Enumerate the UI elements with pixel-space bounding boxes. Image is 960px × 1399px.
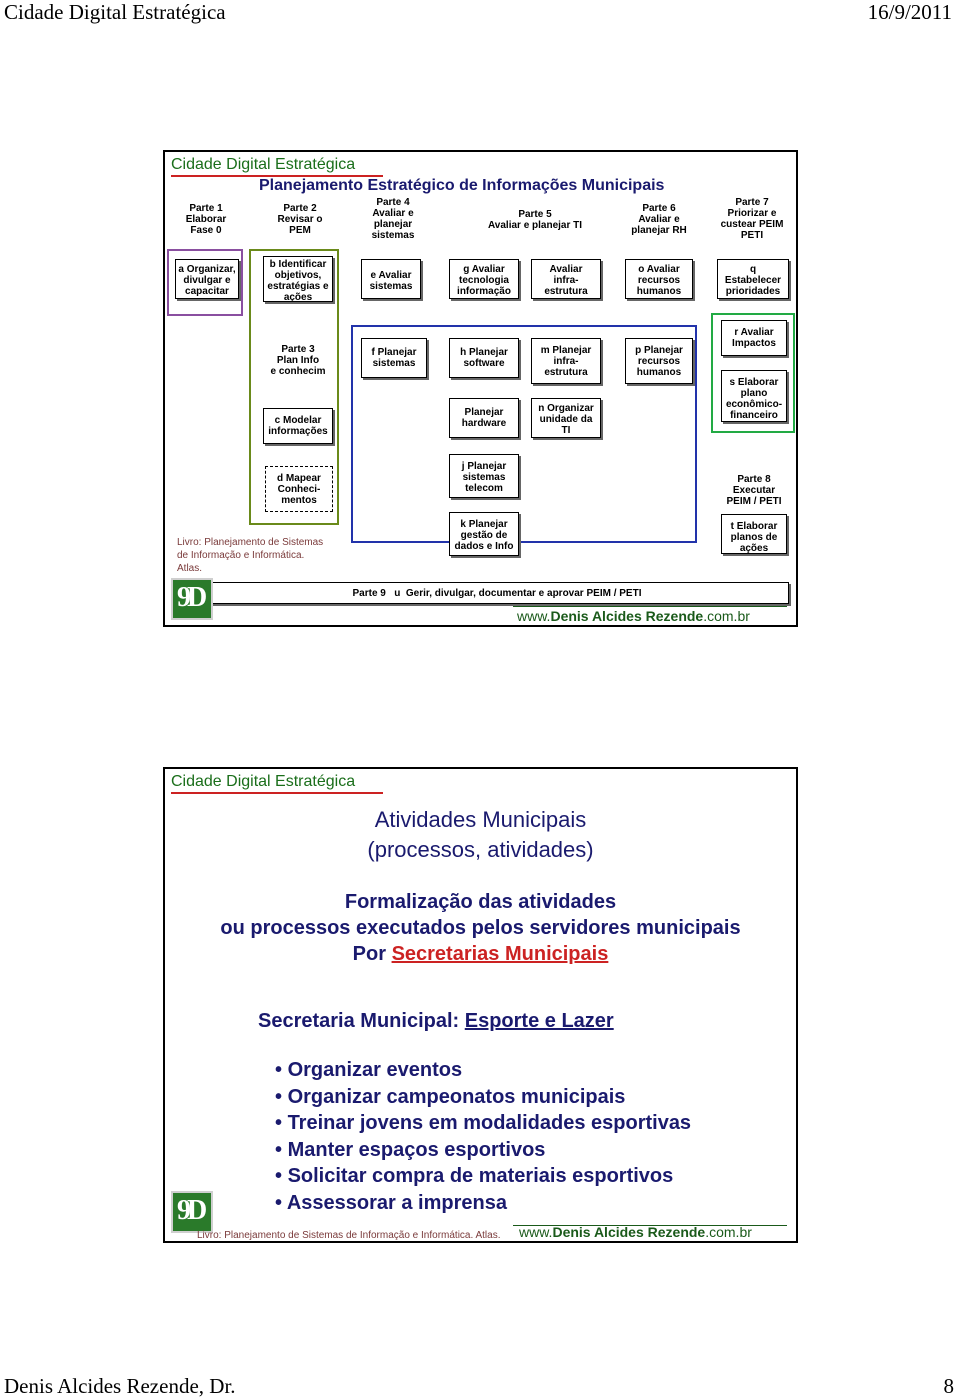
step-s-box: s Elaborar plano econômico- financeiro bbox=[721, 370, 787, 422]
site-url[interactable]: www.Denis Alcides Rezende.com.br bbox=[519, 1224, 752, 1240]
step-k-box: k Planejar gestão de dados e Info bbox=[449, 512, 519, 556]
activity-list: Organizar eventos Organizar campeonatos … bbox=[275, 1057, 691, 1216]
logo-9d-icon: 9D bbox=[171, 1191, 213, 1233]
secretaria-line: Secretaria Municipal: Esporte e Lazer bbox=[258, 1010, 614, 1032]
step-e-box: e Avaliar sistemas bbox=[361, 259, 421, 299]
step-o-box: o Avaliar recursos humanos bbox=[625, 259, 693, 299]
slide-heading-sub: (processos, atividades) bbox=[367, 837, 594, 862]
step-p-box: p Planejar recursos humanos bbox=[625, 338, 693, 384]
step-q-box: q Estabelecer prioridades bbox=[717, 259, 789, 299]
formalization-line-2: ou processos executados pelos servidores… bbox=[220, 917, 741, 939]
step-f-box: f Planejar sistemas bbox=[361, 338, 427, 378]
part-2-3-frame bbox=[249, 249, 339, 525]
part-4-5-6-frame bbox=[351, 325, 697, 543]
list-item: Solicitar compra de materiais esportivos bbox=[275, 1163, 691, 1190]
step-h-box: h Planejar software bbox=[449, 338, 519, 378]
page-footer-author: Denis Alcides Rezende, Dr. bbox=[4, 1374, 236, 1398]
list-item: Organizar eventos bbox=[275, 1057, 691, 1084]
list-item: Organizar campeonatos municipais bbox=[275, 1084, 691, 1111]
part-8-label: Parte 8 Executar PEIM / PETI bbox=[726, 474, 782, 507]
slide-peim-diagram: Cidade Digital Estratégica Planejamento … bbox=[163, 150, 798, 627]
slide-atividades-municipais: Cidade Digital Estratégica Atividades Mu… bbox=[163, 767, 798, 1243]
slide-subtitle: Planejamento Estratégico de Informações … bbox=[259, 177, 665, 194]
list-item: Assessorar a imprensa bbox=[275, 1190, 691, 1217]
formalization-line-1: Formalização das atividades bbox=[344, 891, 617, 913]
part-7-label: Parte 7 Priorizar e custear PEIM PETI bbox=[720, 197, 784, 241]
site-url[interactable]: www.Denis Alcides Rezende.com.br bbox=[517, 608, 750, 624]
page-header-date: 16/9/2011 bbox=[867, 0, 952, 24]
part-3-label: Parte 3 Plan Info e conhecim bbox=[270, 344, 326, 377]
step-n-box: n Organizar unidade da TI bbox=[531, 398, 601, 438]
step-infra-eval-box: Avaliar infra- estrutura bbox=[531, 259, 601, 299]
slide-title: Cidade Digital Estratégica bbox=[171, 773, 356, 790]
step-g-box: g Avaliar tecnologia informação bbox=[449, 259, 519, 299]
part-7-frame bbox=[711, 313, 795, 433]
title-underline bbox=[171, 175, 383, 177]
url-line bbox=[513, 1225, 787, 1226]
step-hardware-box: Planejar hardware bbox=[449, 398, 519, 438]
step-d-box: d Mapear Conheci- mentos bbox=[265, 466, 333, 512]
part-6-label: Parte 6 Avaliar e planejar RH bbox=[631, 203, 687, 236]
formalization-line-3: Por Secretarias Municipais bbox=[352, 943, 609, 965]
step-t-box: t Elaborar planos de ações bbox=[721, 514, 787, 554]
logo-9d-icon: 9D bbox=[171, 578, 213, 620]
book-citation: Livro: Planejamento de Sistemas de Infor… bbox=[177, 537, 324, 574]
step-m-box: m Planejar infra- estrutura bbox=[531, 338, 601, 384]
part-5-label: Parte 5 Avaliar e planejar TI bbox=[487, 209, 583, 231]
step-b-box: b Identificar objetivos, estratégias e a… bbox=[263, 256, 333, 303]
part-9-bar: Parte 9 u Gerir, divulgar, documentar e … bbox=[175, 582, 789, 604]
step-c-box: c Modelar informações bbox=[263, 408, 333, 444]
secretarias-link[interactable]: Secretarias Municipais bbox=[391, 943, 609, 965]
url-line bbox=[513, 606, 787, 607]
step-r-box: r Avaliar Impactos bbox=[721, 320, 787, 356]
part-1-frame bbox=[167, 249, 243, 316]
slide-title: Cidade Digital Estratégica bbox=[171, 156, 356, 173]
book-citation: Livro: Planejamento de Sistemas de Infor… bbox=[197, 1230, 501, 1241]
slide-heading: Atividades Municipais bbox=[374, 807, 587, 832]
list-item: Manter espaços esportivos bbox=[275, 1137, 691, 1164]
page-number: 8 bbox=[943, 1374, 955, 1398]
step-a-box: a Organizar, divulgar e capacitar bbox=[175, 259, 239, 299]
page-header-title: Cidade Digital Estratégica bbox=[4, 0, 226, 24]
part-4-label: Parte 4 Avaliar e planejar sistemas bbox=[371, 197, 415, 241]
step-j-box: j Planejar sistemas telecom bbox=[449, 454, 519, 498]
part-2-label: Parte 2 Revisar o PEM bbox=[277, 203, 323, 236]
title-underline bbox=[171, 792, 383, 794]
list-item: Treinar jovens em modalidades esportivas bbox=[275, 1110, 692, 1137]
part-1-label: Parte 1 Elaborar Fase 0 bbox=[185, 203, 227, 236]
